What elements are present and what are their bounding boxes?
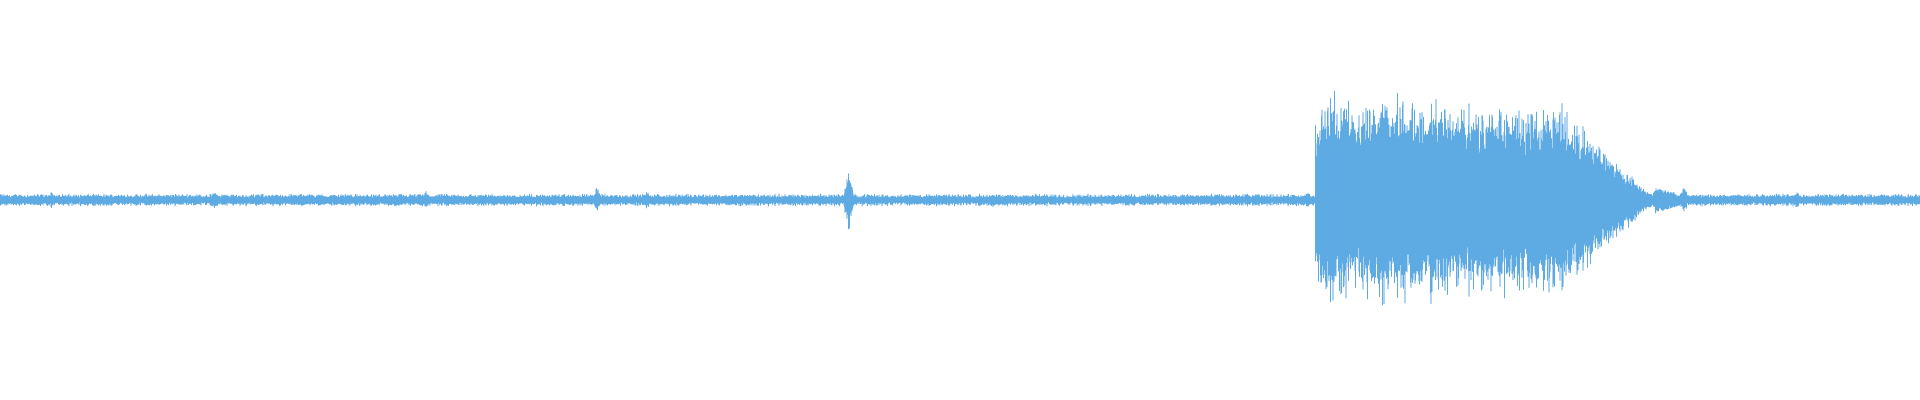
waveform-trace xyxy=(0,90,1920,306)
